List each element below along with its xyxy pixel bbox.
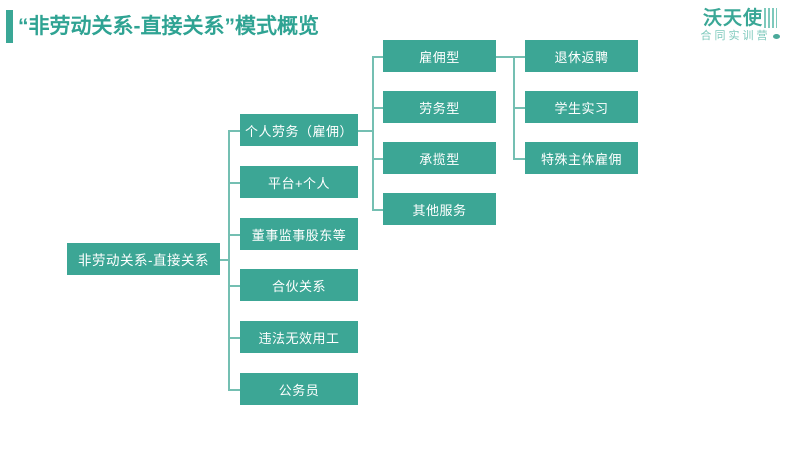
logo-dot-icon	[772, 33, 780, 39]
title-accent-bar	[6, 10, 13, 43]
connector-l3-1-stub	[496, 56, 514, 58]
node-level2-5[interactable]: 违法无效用工	[240, 321, 358, 353]
logo-subtitle-text: 合同实训营	[700, 30, 771, 42]
node-level3-4[interactable]: 其他服务	[383, 193, 496, 225]
node-root[interactable]: 非劳动关系-直接关系	[67, 243, 220, 275]
node-level4-3[interactable]: 特殊主体雇佣	[525, 142, 638, 174]
node-level4-1[interactable]: 退休返聘	[525, 40, 638, 72]
logo-subtitle: 合同实训营	[684, 30, 796, 43]
connector-l2-1-stub	[358, 130, 373, 132]
brand-logo: 沃天使 合同实训营	[684, 8, 796, 52]
connector-trunk-level2	[228, 130, 230, 390]
logo-main-text: 沃天使	[702, 8, 763, 29]
connector-branch-l3-2	[372, 107, 384, 109]
page-title: “非劳动关系-直接关系”模式概览	[18, 15, 319, 38]
connector-branch-l4-3	[513, 158, 526, 160]
node-level3-1[interactable]: 雇佣型	[383, 40, 496, 72]
connector-branch-l2-4	[228, 285, 241, 287]
connector-branch-l2-6	[228, 389, 241, 391]
connector-branch-l3-1	[372, 56, 384, 58]
node-level4-2[interactable]: 学生实习	[525, 91, 638, 123]
connector-branch-l4-1	[513, 56, 526, 58]
connector-branch-l2-1	[228, 130, 241, 132]
node-level2-4[interactable]: 合伙关系	[240, 269, 358, 301]
node-level2-2[interactable]: 平台+个人	[240, 166, 358, 198]
connector-root-stub	[220, 259, 229, 261]
connector-branch-l4-2	[513, 107, 526, 109]
node-level2-6[interactable]: 公务员	[240, 373, 358, 405]
node-level3-3[interactable]: 承揽型	[383, 142, 496, 174]
connector-branch-l3-3	[372, 158, 384, 160]
connector-branch-l2-5	[228, 337, 241, 339]
connector-trunk-level3	[372, 56, 374, 210]
logo-stripes-icon	[764, 8, 777, 28]
connector-branch-l2-2	[228, 182, 241, 184]
node-level2-3[interactable]: 董事监事股东等	[240, 218, 358, 250]
node-level3-2[interactable]: 劳务型	[383, 91, 496, 123]
connector-branch-l3-4	[372, 209, 384, 211]
node-level2-1[interactable]: 个人劳务（雇佣）	[240, 114, 358, 146]
connector-branch-l2-3	[228, 234, 241, 236]
